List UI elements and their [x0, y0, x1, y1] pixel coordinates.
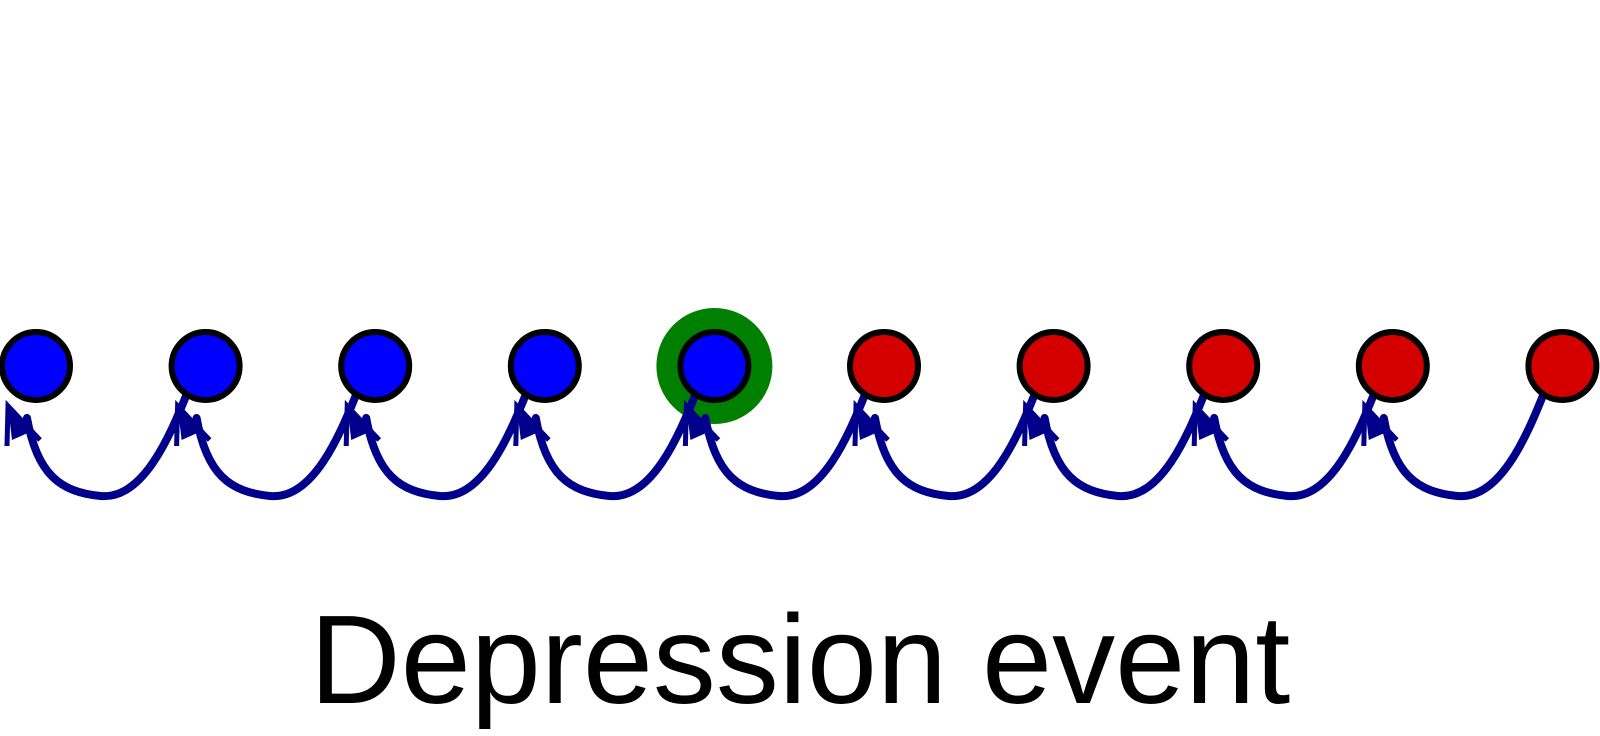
node-blue-3	[338, 329, 413, 403]
node-red-10	[1525, 329, 1600, 403]
arrowhead-fill-2	[177, 406, 200, 440]
node-red-8	[1186, 329, 1261, 403]
arrowhead-fill-3	[347, 406, 370, 440]
arrow-curve-1	[23, 388, 192, 501]
node-layer	[0, 329, 1600, 403]
arrowhead-fill-4	[516, 406, 539, 440]
arrowhead-fill-9	[1364, 406, 1387, 440]
arrow-curve-4	[531, 388, 701, 501]
node-red-7	[1016, 329, 1091, 403]
diagram-caption: Depression event	[309, 589, 1291, 730]
arrow-curve-8	[1210, 388, 1379, 501]
node-blue-4	[507, 329, 582, 403]
arrowhead-fill-8	[1195, 406, 1218, 440]
node-blue-2	[168, 329, 243, 403]
arrow-curve-6	[871, 388, 1040, 501]
node-blue-5	[677, 329, 752, 403]
arrowhead-fill-1	[8, 406, 30, 440]
arrow-curve-3	[362, 388, 531, 501]
arrow-layer	[4, 388, 1549, 501]
arrowhead-fill-6	[856, 406, 878, 440]
node-red-6	[847, 329, 921, 403]
node-blue-1	[0, 329, 73, 403]
arrow-curve-9	[1379, 388, 1549, 501]
arrowhead-fill-7	[1025, 406, 1048, 440]
node-red-9	[1355, 329, 1430, 403]
arrow-curve-7	[1040, 388, 1210, 501]
arrowhead-fill-5	[686, 406, 709, 440]
arrow-curve-5	[701, 388, 870, 501]
arrow-curve-2	[192, 388, 362, 501]
